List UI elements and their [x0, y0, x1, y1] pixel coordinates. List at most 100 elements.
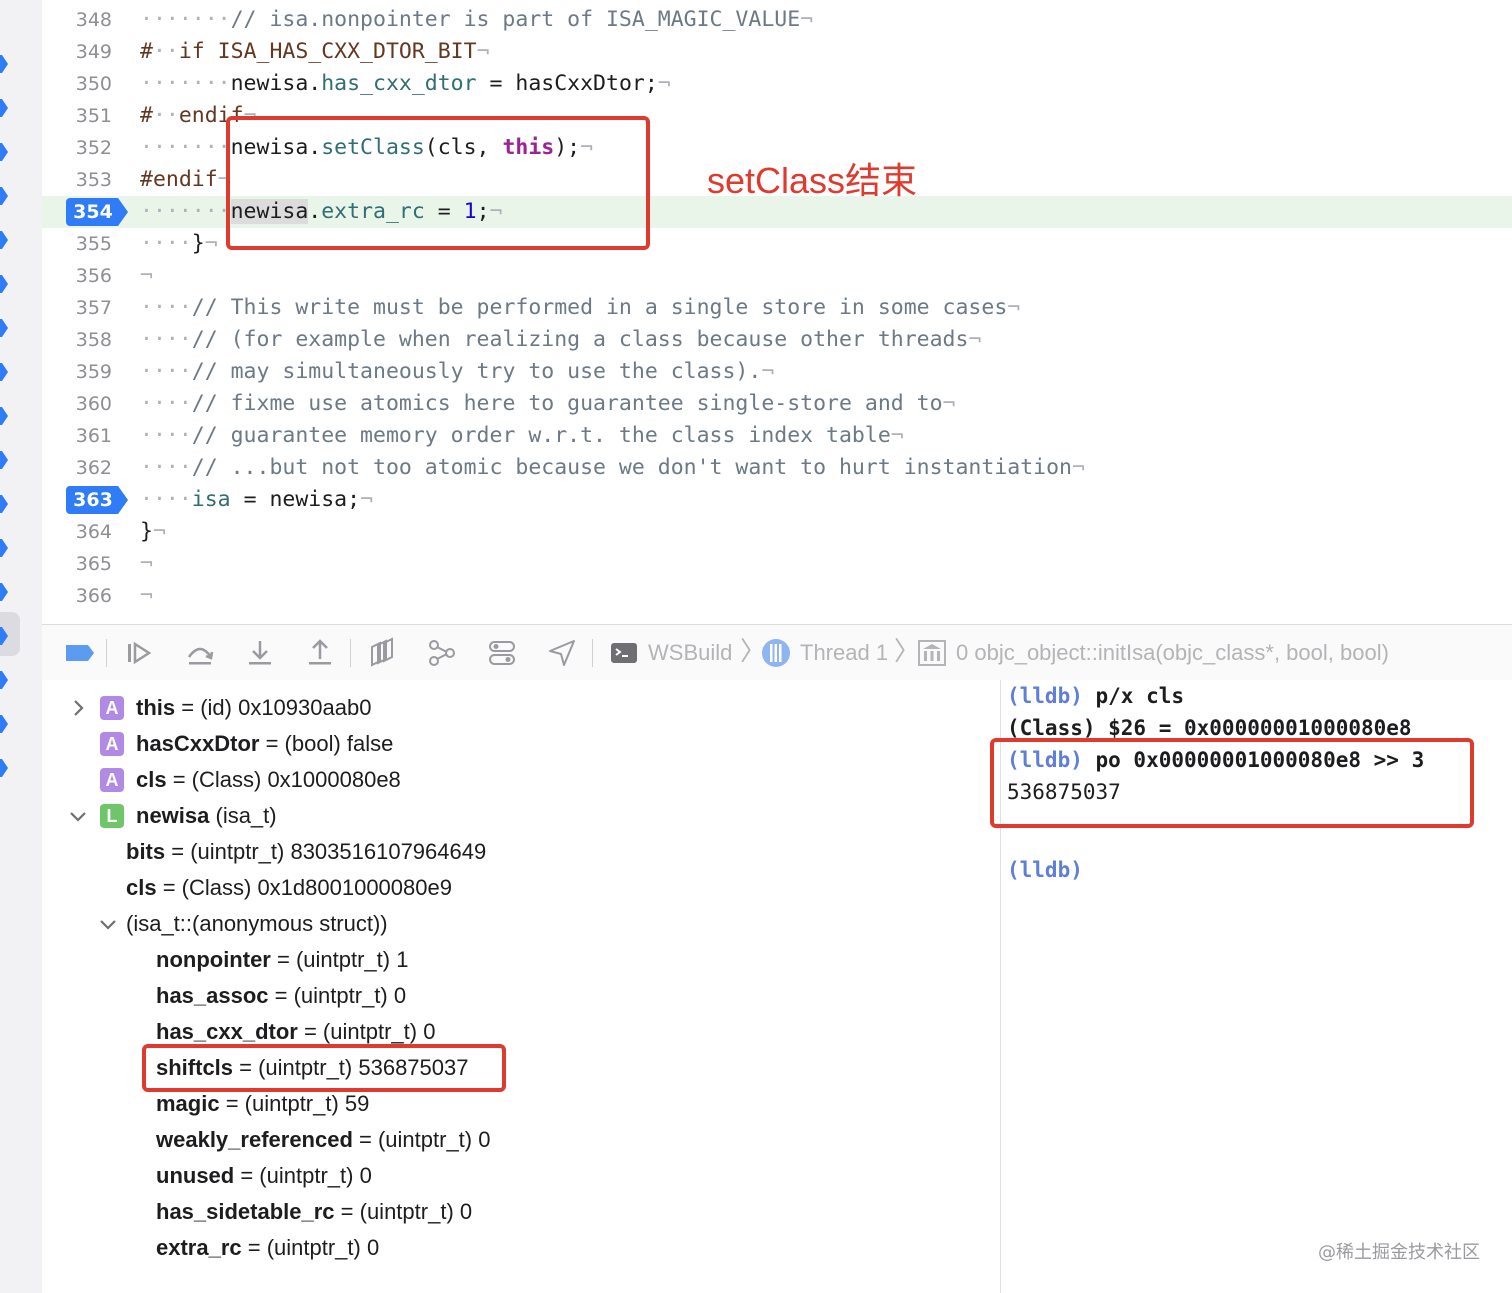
- code-token: ¬: [204, 231, 218, 256]
- view-hierarchy-icon[interactable]: [366, 637, 398, 669]
- lldb-console[interactable]: (lldb) p/x cls(Class) $26 = 0x0000000100…: [1001, 680, 1512, 1293]
- code-line[interactable]: 350·······newisa.has_cxx_dtor = hasCxxDt…: [42, 68, 1512, 100]
- code-line[interactable]: 358 ····// (for example when realizing a …: [42, 324, 1512, 356]
- argument-badge-icon: A: [100, 732, 124, 756]
- code-line[interactable]: 357 ····// This write must be performed i…: [42, 292, 1512, 324]
- variable-row-shiftcls[interactable]: shiftcls = (uintptr_t) 536875037: [42, 1050, 992, 1086]
- code-line[interactable]: 360····// fixme use atomics here to guar…: [42, 388, 1512, 420]
- breadcrumb-target[interactable]: WSBuild: [648, 640, 733, 665]
- console-line: (lldb) po 0x00000001000080e8 >> 3: [1007, 744, 1424, 776]
- source-editor[interactable]: 348·······// isa.nonpointer is part of I…: [42, 0, 1512, 624]
- line-number: 357: [75, 297, 112, 319]
- continue-icon[interactable]: [124, 637, 156, 669]
- breakpoint-marker-icon[interactable]: [0, 759, 8, 777]
- breakpoint-marker-icon[interactable]: [0, 671, 8, 689]
- console-text: (Class) $26 = 0x00000001000080e8: [1007, 716, 1412, 740]
- code-token: ·······: [140, 7, 231, 32]
- code-line[interactable]: 362····// ...but not too atomic because …: [42, 452, 1512, 484]
- breakpoint-marker-icon[interactable]: [0, 715, 8, 733]
- code-line[interactable]: 348·······// isa.nonpointer is part of I…: [42, 4, 1512, 36]
- line-number: 358: [75, 329, 112, 351]
- code-line[interactable]: 353#endif¬: [42, 164, 1512, 196]
- code-token: (cls,: [424, 135, 503, 160]
- thread-icon: [760, 637, 792, 669]
- panel-divider[interactable]: [1000, 680, 1001, 1293]
- code-token: ·······: [140, 135, 231, 160]
- watermark: @稀土掘金技术社区: [1318, 1242, 1480, 1263]
- code-line[interactable]: 361····// guarantee memory order w.r.t. …: [42, 420, 1512, 452]
- variable-row-weakly_referenced[interactable]: weakly_referenced = (uintptr_t) 0: [42, 1122, 992, 1158]
- code-line[interactable]: 356¬: [42, 260, 1512, 292]
- breakpoint-marker-icon[interactable]: [0, 451, 8, 469]
- code-line[interactable]: 351#··endif¬: [42, 100, 1512, 132]
- chevron-down-icon[interactable]: [68, 806, 88, 826]
- step-over-icon[interactable]: [184, 637, 216, 669]
- chevron-right-icon[interactable]: [68, 698, 88, 718]
- chevron-down-icon[interactable]: [98, 914, 118, 934]
- variable-row-has_sidetable_rc[interactable]: has_sidetable_rc = (uintptr_t) 0: [42, 1194, 992, 1230]
- breakpoint-marker-icon[interactable]: [0, 99, 8, 117]
- breakpoint-marker-icon[interactable]: [0, 275, 8, 293]
- code-token: .: [308, 199, 322, 224]
- variable-row-nonpointer[interactable]: nonpointer = (uintptr_t) 1: [42, 942, 992, 978]
- code-line[interactable]: 355····}¬: [42, 228, 1512, 260]
- breakpoint-marker-icon[interactable]: [0, 319, 8, 337]
- variable-row-has_cxx_dtor[interactable]: has_cxx_dtor = (uintptr_t) 0: [42, 1014, 992, 1050]
- debug-toolbar: WSBuild 〉 Thread 1 〉 0 objc_object::init…: [42, 624, 1512, 682]
- variable-row-has_assoc[interactable]: has_assoc = (uintptr_t) 0: [42, 978, 992, 1014]
- variable-text: has_assoc = (uintptr_t) 0: [156, 978, 406, 1014]
- step-out-icon[interactable]: [304, 637, 336, 669]
- breakpoint-marker-icon[interactable]: [0, 583, 8, 601]
- variable-value: = (uintptr_t) 0: [268, 983, 407, 1008]
- step-into-icon[interactable]: [244, 637, 276, 669]
- breakpoint-marker-icon[interactable]: [0, 143, 8, 161]
- breakpoint-marker-icon[interactable]: [0, 363, 8, 381]
- variable-text: unused = (uintptr_t) 0: [156, 1158, 372, 1194]
- simulate-location-icon[interactable]: [546, 637, 578, 669]
- breakpoint-marker-icon[interactable]: [0, 627, 8, 645]
- line-number: 366: [75, 585, 112, 607]
- breakpoint-marker-icon[interactable]: [0, 495, 8, 513]
- breakpoint-marker-icon[interactable]: [0, 539, 8, 557]
- code-token: 1: [463, 199, 477, 224]
- code-token: ¬: [360, 487, 374, 512]
- variable-row-magic[interactable]: magic = (uintptr_t) 59: [42, 1086, 992, 1122]
- code-text: ····// guarantee memory order w.r.t. the…: [140, 420, 904, 452]
- breadcrumb-thread[interactable]: Thread 1: [800, 640, 889, 665]
- code-text: ····// This write must be performed in a…: [140, 292, 1020, 324]
- code-text: ····// (for example when realizing a cla…: [140, 324, 981, 356]
- line-number: 348: [75, 9, 112, 31]
- memory-graph-icon[interactable]: [426, 637, 458, 669]
- breakpoints-toggle-icon[interactable]: [64, 637, 96, 669]
- code-line[interactable]: 366¬: [42, 580, 1512, 612]
- code-token: ····: [140, 231, 192, 256]
- breakpoint-indicator[interactable]: 354: [66, 198, 130, 226]
- code-line[interactable]: 364}¬: [42, 516, 1512, 548]
- code-line[interactable]: 354·······newisa.extra_rc = 1;¬: [42, 196, 1512, 228]
- breadcrumb-frame[interactable]: 0 objc_object::initIsa(objc_class*, bool…: [956, 640, 1389, 665]
- variable-row-anon[interactable]: (isa_t::(anonymous struct)): [42, 906, 992, 942]
- code-token: ¬: [243, 103, 257, 128]
- code-token: =: [424, 199, 464, 224]
- variable-row-extra_rc[interactable]: extra_rc = (uintptr_t) 0: [42, 1230, 992, 1266]
- variable-name: shiftcls: [156, 1055, 234, 1080]
- code-line[interactable]: 363····isa = newisa;¬: [42, 484, 1512, 516]
- variable-row-cls2[interactable]: cls = (Class) 0x1d8001000080e9: [42, 870, 992, 906]
- code-line[interactable]: 365¬: [42, 548, 1512, 580]
- variable-name: extra_rc: [156, 1235, 242, 1260]
- code-line[interactable]: 359····// may simultaneously try to use …: [42, 356, 1512, 388]
- variable-row-unused[interactable]: unused = (uintptr_t) 0: [42, 1158, 992, 1194]
- variable-row-bits[interactable]: bits = (uintptr_t) 8303516107964649: [42, 834, 992, 870]
- code-line[interactable]: 352·······newisa.setClass(cls, this);¬: [42, 132, 1512, 164]
- breakpoint-marker-icon[interactable]: [0, 407, 8, 425]
- breakpoint-indicator[interactable]: 363: [66, 486, 130, 514]
- breakpoint-marker-icon[interactable]: [0, 187, 8, 205]
- code-line[interactable]: 349#··if ISA_HAS_CXX_DTOR_BIT¬: [42, 36, 1512, 68]
- breakpoint-marker-icon[interactable]: [0, 55, 8, 73]
- breakpoint-marker-icon[interactable]: [0, 231, 8, 249]
- environment-overrides-icon[interactable]: [486, 637, 518, 669]
